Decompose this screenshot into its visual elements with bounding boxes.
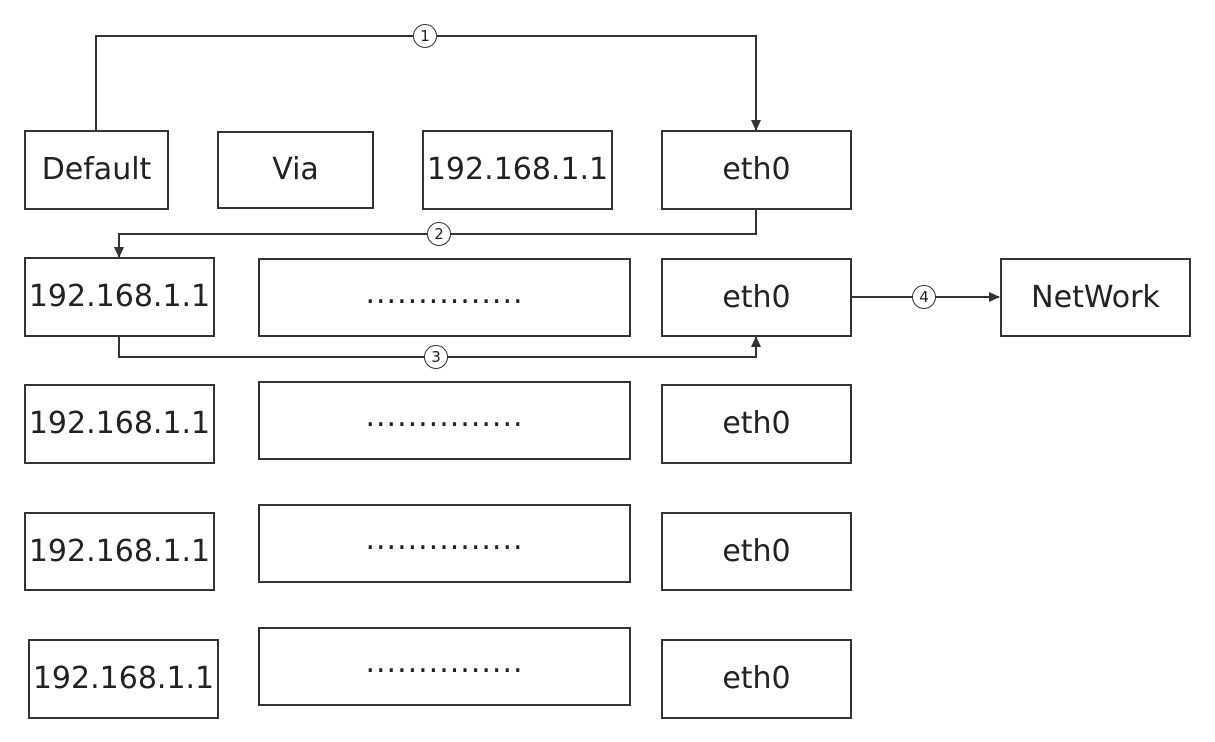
route-gateway-box: ............... (258, 258, 631, 337)
gateway-ip-box: 192.168.1.1 (422, 130, 613, 210)
route-gateway-box: ............... (258, 627, 631, 706)
route-destination-box: 192.168.1.1 (28, 639, 219, 719)
route-interface-label: eth0 (722, 279, 791, 315)
default-interface-label: eth0 (722, 152, 791, 187)
route-gateway-label: ............... (365, 398, 524, 434)
network-label: NetWork (1031, 279, 1160, 315)
connector-step-1 (95, 35, 761, 131)
route-destination-label: 192.168.1.1 (32, 661, 215, 696)
gateway-ip-label: 192.168.1.1 (426, 152, 609, 187)
default-box: Default (24, 130, 169, 210)
route-interface-box: eth0 (661, 258, 852, 337)
default-label: Default (41, 152, 152, 187)
via-box: Via (217, 131, 374, 209)
route-gateway-label: ............... (365, 521, 524, 557)
route-interface-label: eth0 (722, 661, 791, 696)
step-marker-1: 1 (413, 24, 437, 48)
step-marker-4: 4 (912, 285, 936, 309)
step-marker-4-label: 4 (919, 287, 929, 306)
network-box: NetWork (1000, 258, 1191, 337)
route-destination-label: 192.168.1.1 (28, 406, 211, 441)
route-gateway-box: ............... (258, 504, 631, 583)
step-marker-3-label: 3 (431, 347, 441, 366)
route-interface-label: eth0 (722, 533, 791, 569)
route-destination-label: 192.168.1.1 (28, 279, 211, 314)
route-destination-box: 192.168.1.1 (24, 384, 215, 464)
step-marker-3: 3 (424, 345, 448, 369)
step-marker-2: 2 (427, 222, 451, 246)
route-interface-box: eth0 (661, 384, 852, 464)
route-interface-label: eth0 (722, 406, 791, 441)
step-marker-2-label: 2 (434, 224, 444, 243)
step-marker-1-label: 1 (420, 26, 430, 45)
route-gateway-label: ............... (365, 644, 524, 680)
route-destination-box: 192.168.1.1 (24, 512, 215, 591)
route-destination-label: 192.168.1.1 (28, 533, 211, 569)
route-interface-box: eth0 (661, 639, 852, 719)
route-gateway-box: ............... (258, 381, 631, 460)
default-interface-box: eth0 (661, 130, 852, 210)
via-label: Via (272, 152, 319, 187)
route-interface-box: eth0 (661, 512, 852, 591)
route-destination-box: 192.168.1.1 (24, 257, 215, 337)
route-gateway-label: ............... (365, 275, 524, 311)
